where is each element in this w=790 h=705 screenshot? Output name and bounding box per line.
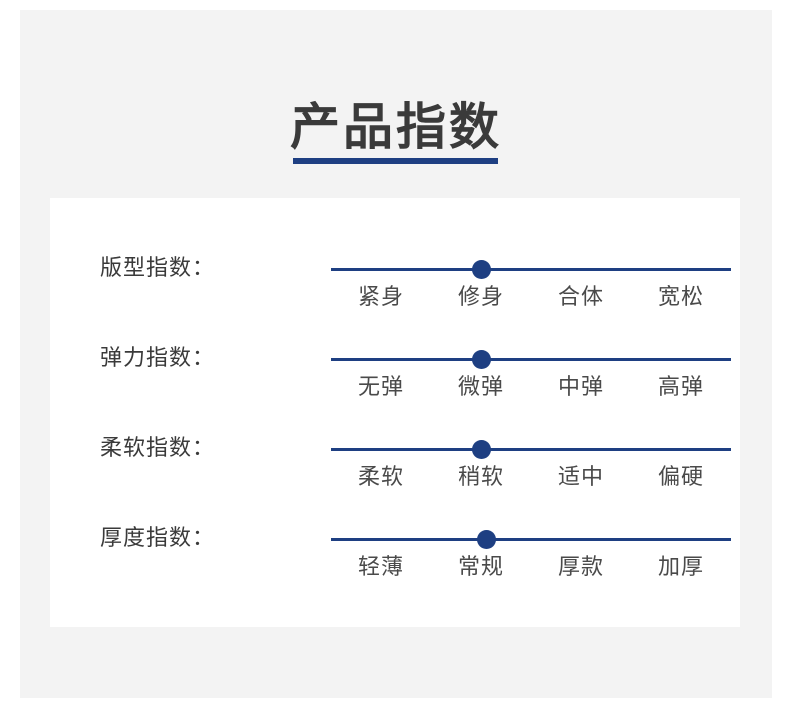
slider-track[interactable] — [331, 448, 731, 451]
index-row-label: 柔软指数： — [100, 435, 216, 460]
index-row: 厚度指数： 轻薄 常规 厚款 加厚 — [50, 468, 740, 579]
slider-tick-label[interactable]: 紧身 — [357, 284, 404, 309]
product-index-card: 版型指数：紧身修身合体宽松弹力指数：无弹微弹中弹高弹柔软指数：柔软稍软适中偏硬厚… — [50, 198, 740, 627]
index-row: 弹力指数： 无弹 微弹 中弹 高弹 — [50, 288, 740, 399]
index-row-label: 厚度指数： — [100, 525, 216, 550]
slider-tick-label[interactable]: 微弹 — [457, 374, 504, 399]
slider-tick-label[interactable]: 常规 — [457, 554, 504, 579]
slider-tick-label[interactable]: 柔软 — [357, 464, 404, 489]
slider-tick-label[interactable]: 适中 — [557, 464, 604, 489]
slider-thumb[interactable] — [472, 350, 491, 369]
slider-track[interactable] — [331, 268, 731, 271]
slider-tick-labels: 轻薄 常规 厚款 加厚 — [331, 552, 731, 582]
slider-tick-labels: 紧身 修身 合体 宽松 — [331, 282, 731, 312]
slider-tick-label[interactable]: 无弹 — [357, 374, 404, 399]
slider-thumb[interactable] — [477, 530, 497, 549]
slider-track[interactable] — [331, 538, 731, 541]
page-title-underline — [293, 158, 498, 164]
index-slider[interactable]: 柔软 稍软 适中 偏硬 — [331, 378, 731, 489]
slider-track[interactable] — [331, 358, 731, 361]
slider-tick-label[interactable]: 偏硬 — [657, 464, 704, 489]
index-slider[interactable]: 无弹 微弹 中弹 高弹 — [331, 288, 731, 399]
index-slider[interactable]: 紧身 修身 合体 宽松 — [331, 198, 731, 309]
slider-tick-label[interactable]: 合体 — [557, 284, 604, 309]
slider-tick-label[interactable]: 加厚 — [657, 554, 704, 579]
page-title-block: 产品指数 — [20, 98, 772, 158]
page-canvas: 产品指数 版型指数： 紧身 修身 合体 宽松弹力指数： 无弹 微弹 中弹 高弹柔软指数： 柔软 稍软… — [20, 10, 772, 698]
slider-tick-labels: 柔软 稍软 适中 偏硬 — [331, 462, 731, 492]
slider-tick-label[interactable]: 稍软 — [457, 464, 504, 489]
slider-thumb[interactable] — [472, 260, 491, 279]
index-row: 柔软指数： 柔软 稍软 适中 偏硬 — [50, 378, 740, 489]
index-row-label: 版型指数： — [100, 255, 216, 280]
slider-tick-labels: 无弹 微弹 中弹 高弹 — [331, 372, 731, 402]
slider-tick-label[interactable]: 高弹 — [657, 374, 704, 399]
slider-tick-label[interactable]: 轻薄 — [357, 554, 404, 579]
slider-tick-label[interactable]: 宽松 — [657, 284, 704, 309]
slider-thumb[interactable] — [472, 440, 491, 459]
slider-tick-label[interactable]: 厚款 — [557, 554, 604, 579]
index-row: 版型指数： 紧身 修身 合体 宽松 — [50, 198, 740, 309]
slider-tick-label[interactable]: 修身 — [457, 284, 504, 309]
index-row-label: 弹力指数： — [100, 345, 216, 370]
slider-tick-label[interactable]: 中弹 — [557, 374, 604, 399]
page-title: 产品指数 — [290, 99, 502, 155]
index-slider[interactable]: 轻薄 常规 厚款 加厚 — [331, 468, 731, 579]
